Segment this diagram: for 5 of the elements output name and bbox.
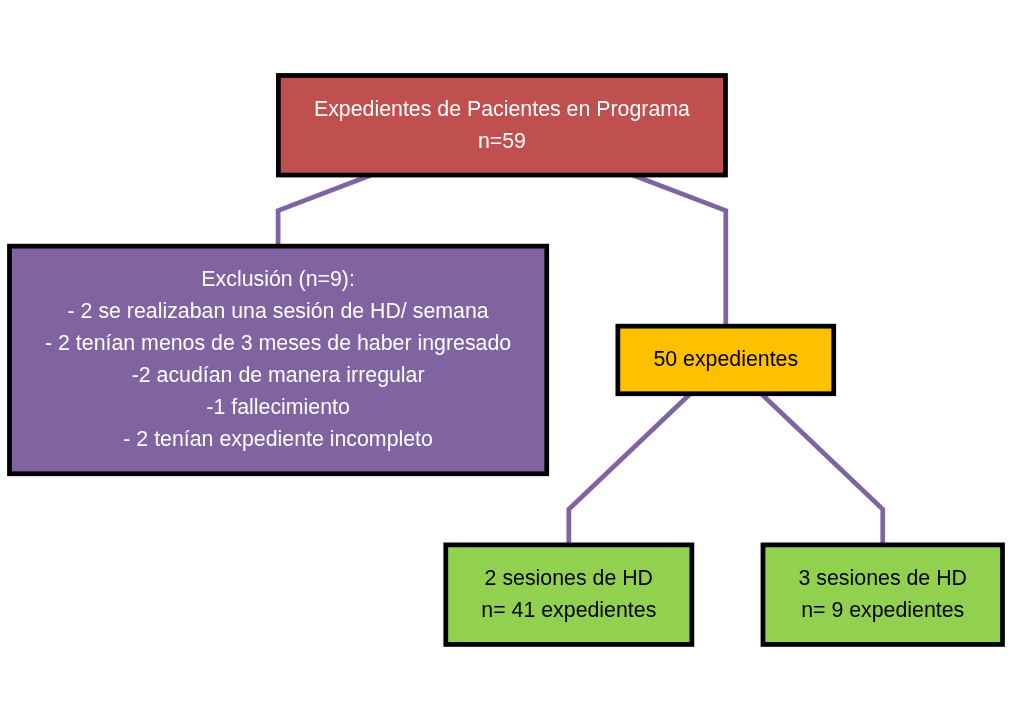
node-box: 3 sesiones de HD n= 9 expedientes [760, 542, 1005, 647]
node-box: Exclusión (n=9): - 2 se realizaban una sesión de HD/ semana - 2 tenían menos de 3 meses de haber ingresado -2 acudían de manera irregular -1 fallecimiento - 2 tenían expediente incompleto [7, 243, 550, 476]
node-box: Expedientes de Pacientes en Programa n=59 [276, 72, 728, 177]
node-box: 50 expedientes [615, 323, 837, 396]
node-box: 2 sesiones de HD n= 41 expedientes [443, 542, 695, 647]
